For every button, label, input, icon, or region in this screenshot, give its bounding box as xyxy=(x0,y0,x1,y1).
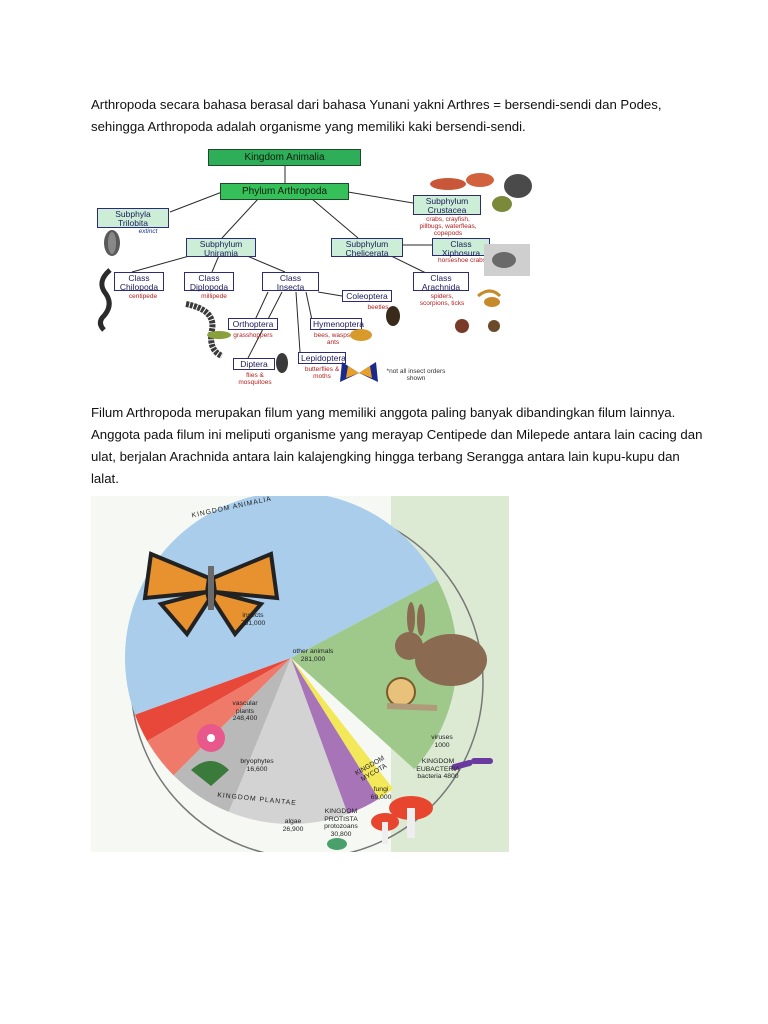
snail-icon xyxy=(386,677,438,711)
node-class-xiphosura: Class Xiphosura xyxy=(432,238,490,258)
slice-algae xyxy=(147,658,291,776)
butterfly-icon xyxy=(142,551,280,638)
node-subphyla-trilobita: Subphyla Trilobita xyxy=(97,208,169,228)
body-line-2: Anggota pada filum ini meliputi organism… xyxy=(91,427,703,442)
protozoan-icon xyxy=(327,838,347,850)
label-bryophytes: bryophytes 16,600 xyxy=(235,758,279,773)
body-line-3: ulat, berjalan Arachnida antara lain kal… xyxy=(91,449,680,464)
node-kingdom-animalia: Kingdom Animalia xyxy=(208,149,361,166)
label-algae: algae 26,900 xyxy=(275,818,311,833)
node-order-orthoptera: Orthoptera xyxy=(228,318,278,330)
slice-insects xyxy=(125,496,438,715)
node-subphylum-uniramia: Subphylum Uniramia xyxy=(186,238,256,258)
node-class-insecta: Class Insecta xyxy=(262,272,319,292)
label-eubacteria: KINGDOM EUBACTERIA bacteria 4800 xyxy=(413,758,463,781)
pie-graphic xyxy=(125,496,509,852)
note-centipede: centipede xyxy=(128,293,158,300)
slice-other-animals xyxy=(291,580,457,770)
grasshopper-icon xyxy=(207,331,231,339)
note-millipede: millipede xyxy=(201,293,227,300)
horseshoe-crab-icon xyxy=(484,244,530,276)
intro-paragraph: Arthropoda secara bahasa berasal dari ba… xyxy=(91,94,721,138)
body-paragraph: Filum Arthropoda merupakan filum yang me… xyxy=(91,402,721,490)
label-bacteria-name: bacteria xyxy=(417,773,442,780)
label-protista-name: protozoans xyxy=(324,823,358,830)
label-bacteria-value: 4800 xyxy=(443,773,459,780)
label-insects-name: insects xyxy=(242,612,264,619)
note-crustacea: crabs, crayfish, pillbugs, waterfleas, c… xyxy=(419,216,477,237)
slice-bacteria xyxy=(291,658,379,814)
note-extinct: extinct xyxy=(138,228,158,235)
label-vascular-value: 248,400 xyxy=(232,715,258,722)
node-order-hymenoptera: Hymenoptera xyxy=(310,318,364,330)
body-line-1: Filum Arthropoda merupakan filum yang me… xyxy=(91,405,676,420)
node-phylum-arthropoda: Phylum Arthropoda xyxy=(220,183,349,200)
slice-fungi xyxy=(228,658,348,824)
node-order-lepidoptera: Lepidoptera xyxy=(298,352,346,364)
label-vascular-name: vascular plants xyxy=(232,700,258,715)
note-diptera: flies & mosquitoes xyxy=(238,372,272,386)
label-insects: insects 751,000 xyxy=(231,612,275,627)
species-pie-illustration: KINGDOM ANIMALIA KINGDOM PLANTAE insects… xyxy=(91,496,509,852)
body-line-4: lalat. xyxy=(91,471,119,486)
note-xiphosura: horseshoe crabs xyxy=(437,257,487,264)
label-viruses: viruses 1000 xyxy=(425,734,459,749)
label-protista-value: 30,800 xyxy=(330,830,352,838)
millipede-icon xyxy=(185,301,224,359)
trilobite-icon xyxy=(104,230,120,256)
butterfly-icon xyxy=(340,362,378,382)
slice-viruses xyxy=(291,658,394,799)
node-class-diplopoda: Class Diplopoda xyxy=(184,272,234,292)
label-bryophytes-name: bryophytes xyxy=(240,758,274,765)
slice-bryophytes xyxy=(135,658,291,741)
label-algae-value: 26,900 xyxy=(282,825,304,833)
bee-icon xyxy=(350,329,372,341)
centipede-icon xyxy=(97,268,112,332)
note-grasshoppers: grasshoppers xyxy=(233,332,273,339)
intro-line-2: sehingga Arthropoda adalah organisme yan… xyxy=(91,119,526,134)
label-viruses-value: 1000 xyxy=(434,741,450,749)
node-class-arachnida: Class Arachnida xyxy=(413,272,469,292)
arthropoda-classification-diagram: Kingdom Animalia Phylum Arthropoda Subph… xyxy=(0,0,768,400)
note-lepidoptera: butterflies & moths xyxy=(304,366,340,380)
crustacea-icon xyxy=(430,173,532,212)
node-order-diptera: Diptera xyxy=(233,358,275,370)
note-beetles: beetles xyxy=(367,304,389,311)
rabbit-icon xyxy=(395,602,487,686)
mushroom-icon xyxy=(371,796,433,844)
label-other-animals: other animals 281,000 xyxy=(283,648,343,663)
label-eubacteria-kingdom: KINGDOM EUBACTERIA xyxy=(416,758,460,773)
beetle-icon xyxy=(386,306,400,326)
node-class-chilopoda: Class Chilopoda xyxy=(114,272,164,292)
label-protista-kingdom: KINGDOM PROTISTA xyxy=(324,808,358,823)
label-other-value: 281,000 xyxy=(300,655,326,663)
arachnida-icon xyxy=(455,289,502,333)
label-fungi-name: fungi xyxy=(373,786,389,793)
flower-icon xyxy=(191,724,229,786)
intro-line-1: Arthropoda secara bahasa berasal dari ba… xyxy=(91,97,662,112)
node-subphylum-chelicerata: Subphylum Chelicerata xyxy=(331,238,403,258)
note-arachnida: spiders, scorpions, ticks xyxy=(419,293,465,307)
label-protista: KINGDOM PROTISTA protozoans 30,800 xyxy=(313,808,369,838)
label-viruses-name: viruses xyxy=(431,734,453,741)
note-hymenoptera: bees, wasps, ants xyxy=(314,332,352,346)
label-fungi: fungi 69,000 xyxy=(363,786,399,801)
node-order-coleoptera: Coleoptera xyxy=(342,290,392,302)
tree-connectors xyxy=(131,166,433,359)
node-subphylum-crustacea: Subphylum Crustacea xyxy=(413,195,481,215)
label-vascular-plants: vascular plants 248,400 xyxy=(223,700,267,723)
tree-footnote: *not all insect orders shown xyxy=(386,368,446,382)
label-algae-name: algae xyxy=(284,818,302,825)
bacteria-icon xyxy=(451,758,493,771)
label-other-name: other animals xyxy=(292,648,334,655)
fly-icon xyxy=(276,353,288,373)
label-insects-value: 751,000 xyxy=(240,619,266,627)
label-fungi-value: 69,000 xyxy=(370,793,392,801)
label-bryophytes-value: 16,600 xyxy=(246,765,268,773)
